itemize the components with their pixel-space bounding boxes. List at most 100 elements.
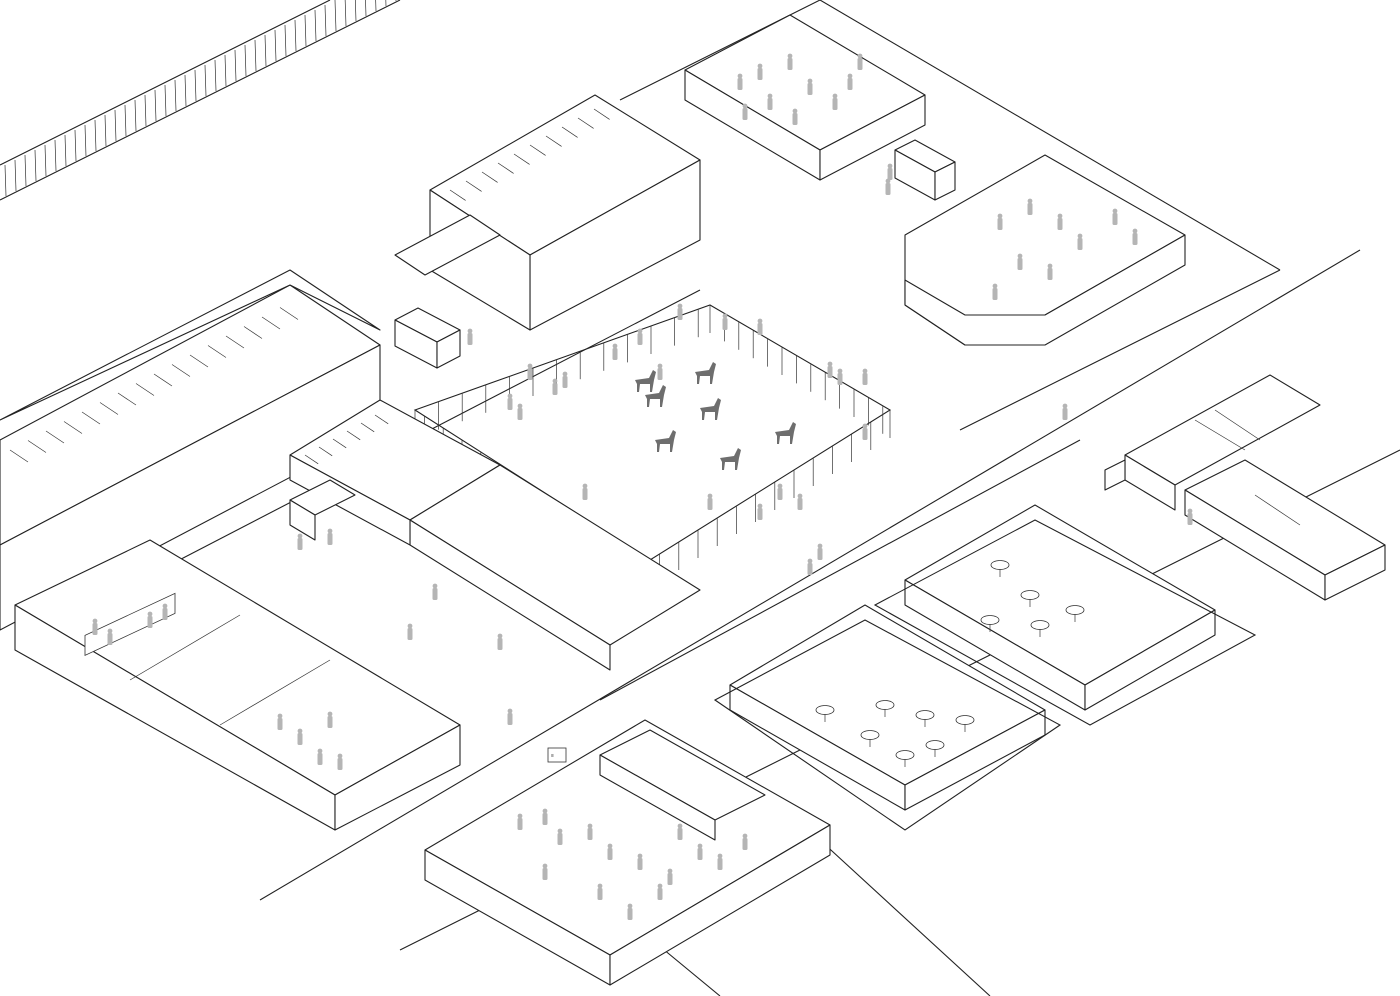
rail-tie — [34, 149, 37, 182]
rail-tie — [395, 0, 397, 2]
rail-tie — [54, 139, 57, 172]
rail-tie — [164, 84, 167, 117]
person-head — [757, 63, 763, 69]
person-head — [767, 93, 773, 99]
table — [875, 700, 895, 710]
person-body — [767, 98, 773, 110]
roof-rib — [135, 383, 155, 396]
person-body — [637, 333, 643, 345]
person-head — [1017, 253, 1023, 259]
person-head — [757, 503, 763, 509]
person-body — [277, 718, 283, 730]
roof-rib — [465, 180, 482, 192]
roof-rib — [117, 392, 137, 406]
person-head — [887, 163, 893, 169]
person-head — [552, 378, 558, 384]
roof-rib — [513, 153, 530, 165]
table — [895, 750, 915, 760]
person-head — [657, 363, 663, 369]
person-head — [517, 813, 523, 819]
roof-rib — [243, 326, 263, 339]
rail-tie — [254, 39, 257, 72]
table — [1020, 590, 1040, 600]
person-head — [657, 883, 663, 889]
station-entrance: ≡ — [424, 719, 831, 986]
person-body — [432, 588, 438, 600]
person-body — [862, 428, 868, 440]
roof-rib — [27, 440, 47, 453]
person-body — [832, 98, 838, 110]
person-body — [777, 488, 783, 500]
person-body — [562, 376, 568, 388]
person-body — [837, 373, 843, 385]
person-body — [407, 628, 413, 640]
table — [860, 730, 880, 740]
rail-tie — [375, 0, 377, 12]
rail-tie — [314, 9, 317, 42]
person-head — [862, 423, 868, 429]
railway-track — [0, 0, 401, 201]
person-head — [1112, 208, 1118, 214]
person-head — [542, 808, 548, 814]
roof-rib — [153, 373, 173, 387]
person-body — [162, 608, 168, 620]
person-body — [887, 168, 893, 180]
rail-tie — [24, 154, 27, 187]
person-head — [992, 283, 998, 289]
person-body — [147, 616, 153, 628]
person-head — [297, 728, 303, 734]
person-body — [667, 873, 673, 885]
person-head — [627, 903, 633, 909]
person-body — [797, 498, 803, 510]
horse-figure — [775, 422, 796, 444]
roof-rib — [529, 144, 546, 156]
roof-rib — [63, 421, 83, 434]
person-head — [742, 103, 748, 109]
person-body — [317, 753, 323, 765]
person-body — [757, 68, 763, 80]
person-body — [737, 78, 743, 90]
person-body — [697, 848, 703, 860]
roof-rib — [261, 316, 281, 330]
apartments — [1104, 374, 1386, 601]
person-body — [327, 716, 333, 728]
horse-figure — [655, 430, 676, 452]
person-body — [677, 828, 683, 840]
horse-figure — [635, 370, 656, 392]
person-head — [277, 713, 283, 719]
restaurant-small — [713, 604, 1062, 831]
person-body — [787, 58, 793, 70]
person-body — [517, 408, 523, 420]
table — [815, 705, 835, 715]
person-body — [1017, 258, 1023, 270]
person-head — [1027, 198, 1033, 204]
rail-tie — [14, 159, 17, 192]
horse-figure — [700, 398, 721, 420]
roof-rib — [304, 454, 319, 465]
person-body — [607, 848, 613, 860]
person-head — [757, 318, 763, 324]
rail-tie — [94, 119, 97, 152]
person-body — [517, 818, 523, 830]
person-body — [297, 538, 303, 550]
person-head — [607, 843, 613, 849]
roof-rib — [374, 414, 389, 425]
person-head — [92, 618, 98, 624]
person-body — [467, 333, 473, 345]
person-head — [337, 753, 343, 759]
person-body — [1047, 268, 1053, 280]
person-body — [587, 828, 593, 840]
table — [990, 560, 1010, 570]
person-body — [885, 183, 891, 195]
roof-rib — [577, 117, 594, 129]
person-body — [527, 368, 533, 380]
person-head — [467, 328, 473, 334]
person-body — [992, 288, 998, 300]
person-body — [717, 858, 723, 870]
person-head — [832, 93, 838, 99]
person-head — [817, 543, 823, 549]
stable-shed-short — [394, 94, 701, 331]
rail-tie — [84, 124, 87, 157]
person-head — [147, 611, 153, 617]
roof-rib — [332, 438, 347, 449]
